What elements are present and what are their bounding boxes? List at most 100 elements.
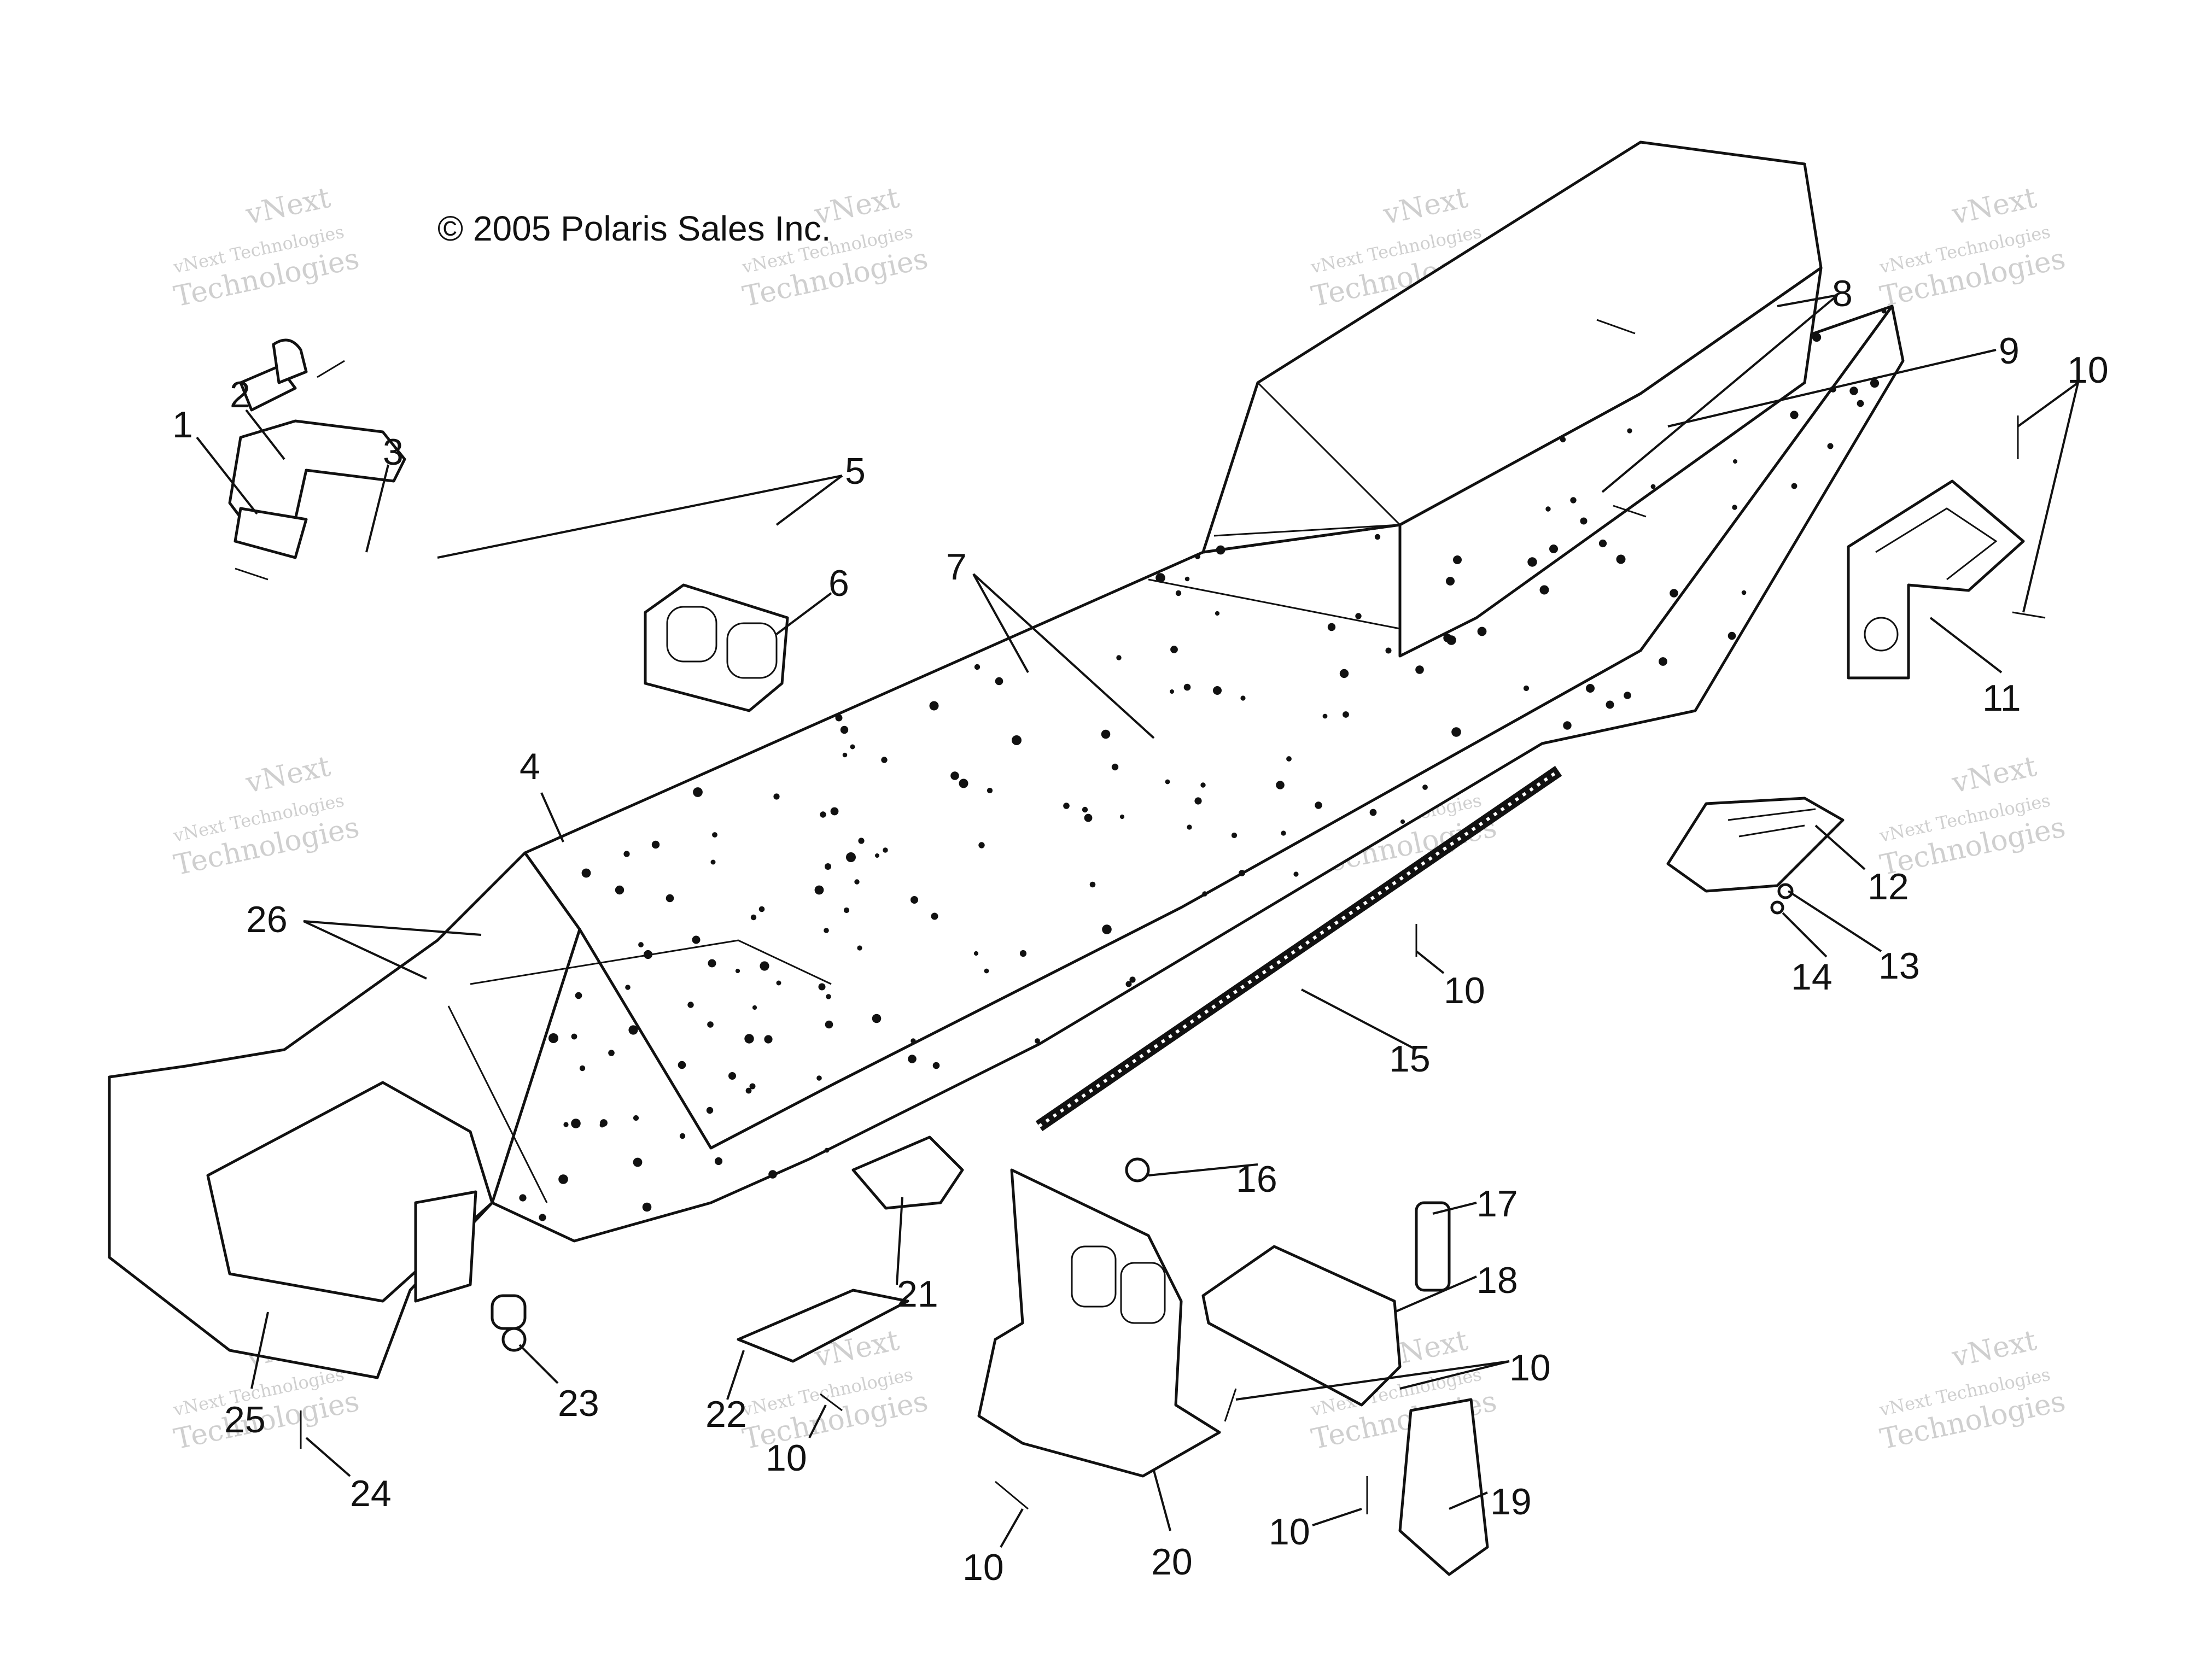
watermark-text: vNext [242, 750, 333, 800]
frame-hole [710, 859, 716, 865]
frame-hole [1082, 806, 1088, 813]
frame-hole [1170, 646, 1178, 653]
frame-hole [1446, 577, 1455, 586]
frame-hole [623, 851, 630, 857]
leader-lines [196, 294, 2079, 1548]
frame-hole [745, 1087, 752, 1094]
frame-hole [931, 912, 938, 920]
frame-hole [1827, 443, 1834, 449]
frame-hole [826, 994, 831, 999]
frame-hole [1881, 308, 1887, 314]
frame-hole [1791, 483, 1798, 489]
frame-hole [850, 744, 855, 750]
frame-hole [1116, 655, 1122, 660]
step-part-12 [1666, 797, 1845, 893]
frame-hole [628, 1025, 638, 1035]
frame-hole [1728, 631, 1736, 640]
frame-hole [1477, 627, 1487, 636]
frame-hole [758, 906, 765, 912]
frame-hole [643, 950, 653, 959]
frame-hole [651, 840, 660, 849]
frame-hole [728, 1072, 736, 1080]
frame-hole [571, 1119, 581, 1128]
frame-hole [1035, 1038, 1040, 1044]
frame-hole [1369, 809, 1377, 816]
frame-hole [854, 879, 860, 885]
frame-hole [973, 951, 979, 956]
frame-hole [1187, 824, 1192, 830]
frame-hole [932, 1062, 940, 1069]
callout-6: 6 [828, 563, 849, 604]
callout-10e: 10 [962, 1547, 1004, 1588]
frame-hole [735, 968, 740, 974]
plate-part-22 [737, 1289, 909, 1363]
frame-hole [1111, 763, 1119, 771]
frame-hole [1119, 814, 1125, 819]
frame-hole [875, 853, 879, 858]
frame-hole [708, 959, 716, 968]
frame-hole [1240, 695, 1246, 701]
frame-hole [615, 885, 625, 895]
frame-hole [1385, 647, 1392, 654]
frame-hole [1089, 881, 1096, 888]
callout-10f: 10 [766, 1437, 807, 1479]
callout-labels: 1 2 3 5 6 7 4 26 8 9 10 11 12 13 14 10 1… [172, 273, 2109, 1588]
frame-hole [1184, 576, 1190, 582]
watermark-text: vNext [1380, 182, 1470, 231]
frame-hole [1293, 871, 1299, 877]
callout-14: 14 [1791, 956, 1833, 998]
frame-hole [1415, 665, 1424, 674]
frame-hole [840, 725, 849, 734]
frame-hole [1586, 684, 1595, 693]
frame-hole [1239, 870, 1245, 876]
copyright-text: © 2005 Polaris Sales Inc. [437, 209, 831, 248]
frame-hole [679, 1133, 686, 1139]
frame-hole [1216, 545, 1225, 555]
frame-hole [1616, 554, 1626, 564]
frame-hole [1451, 727, 1461, 737]
frame-hole [959, 778, 968, 788]
callout-10d: 10 [1269, 1511, 1310, 1553]
frame-hole [548, 1033, 558, 1043]
frame-hole [776, 980, 781, 986]
frame-hole [950, 771, 959, 780]
callout-4: 4 [520, 746, 540, 787]
frame-hole [1627, 428, 1632, 434]
frame-hole [1165, 779, 1170, 785]
frame-hole [857, 945, 862, 951]
frame-hole [1339, 669, 1349, 678]
frame-hole [929, 701, 939, 711]
frame-hole [1175, 590, 1182, 596]
callout-10a: 10 [2067, 349, 2109, 391]
frame-hole [749, 1083, 756, 1090]
bracket-part-21 [851, 1135, 964, 1210]
frame-hole [1741, 590, 1747, 595]
frame-hole [1322, 713, 1328, 719]
frame-hole [575, 992, 582, 999]
callout-25: 25 [224, 1399, 266, 1441]
frame-hole [1155, 573, 1165, 583]
frame-hole [1732, 505, 1737, 510]
frame-hole [1624, 692, 1631, 699]
frame-hole [768, 1170, 777, 1179]
frame-hole [1355, 613, 1362, 619]
frame-hole [843, 907, 850, 914]
frame-hole [825, 863, 831, 870]
bracket-part-19 [1398, 1398, 1489, 1576]
callout-2: 2 [230, 374, 250, 415]
frame-hole [638, 942, 644, 947]
frame-hole [1400, 819, 1405, 824]
frame-hole [842, 752, 848, 758]
callout-21: 21 [897, 1273, 938, 1315]
frame-hole [608, 1050, 615, 1056]
callout-24: 24 [350, 1473, 392, 1514]
frame-hole [666, 894, 674, 903]
frame-hole [1202, 891, 1207, 897]
callout-7: 7 [946, 546, 967, 588]
frame-hole [1215, 611, 1220, 616]
frame-hole [825, 1020, 833, 1029]
frame-hole [818, 983, 826, 991]
frame-hole [1560, 436, 1566, 443]
frame-hole [563, 1122, 569, 1127]
